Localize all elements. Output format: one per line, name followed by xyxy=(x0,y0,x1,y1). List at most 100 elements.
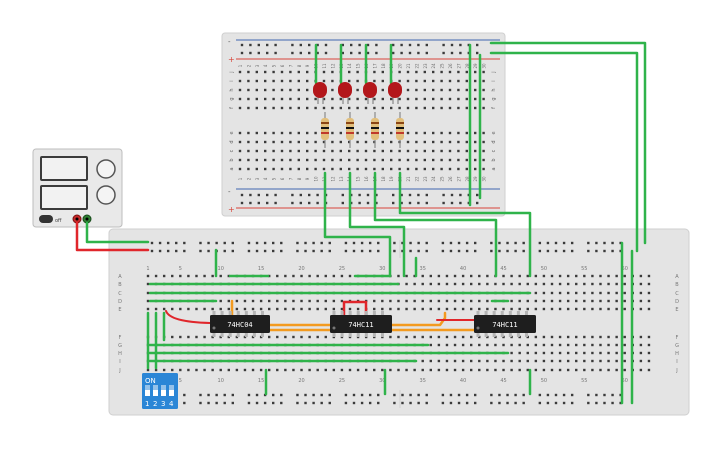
bottom-strip-hole[interactable] xyxy=(398,158,401,162)
main-upper-strip-hole[interactable] xyxy=(470,274,473,278)
top-strip-hole[interactable] xyxy=(339,106,342,110)
main-lower-strip-hole[interactable] xyxy=(373,368,376,372)
chip-pin[interactable] xyxy=(484,332,488,337)
main-upper-strip-hole[interactable] xyxy=(308,299,311,303)
main-upper-strip-hole[interactable] xyxy=(276,307,279,311)
main-upper-strip-hole[interactable] xyxy=(453,274,457,278)
bottom-strip-hole[interactable] xyxy=(264,158,267,162)
top-rail-hole[interactable] xyxy=(249,51,252,55)
main-lower-strip-hole[interactable] xyxy=(437,343,441,347)
main-upper-strip-hole[interactable] xyxy=(429,299,432,303)
bottom-strip-hole[interactable] xyxy=(255,131,258,135)
main-lower-strip-hole[interactable] xyxy=(599,343,602,347)
main-bottom-rail-hole[interactable] xyxy=(223,393,226,397)
main-bottom-rail-hole[interactable] xyxy=(457,401,461,405)
bottom-rail-hole[interactable] xyxy=(392,201,395,205)
top-strip-hole[interactable] xyxy=(423,106,426,110)
main-lower-strip-hole[interactable] xyxy=(203,368,206,372)
main-upper-strip-hole[interactable] xyxy=(575,274,578,278)
main-lower-strip-hole[interactable] xyxy=(591,368,594,372)
main-upper-strip-hole[interactable] xyxy=(348,274,352,278)
bottom-rail-hole[interactable] xyxy=(425,193,428,197)
main-lower-strip-hole[interactable] xyxy=(534,343,538,347)
main-bottom-rail-hole[interactable] xyxy=(328,401,331,405)
top-strip-hole[interactable] xyxy=(348,79,351,83)
main-lower-strip-hole[interactable] xyxy=(647,368,651,372)
main-upper-strip-hole[interactable] xyxy=(615,291,618,295)
main-bottom-rail-hole[interactable] xyxy=(207,401,210,405)
main-bottom-rail-hole[interactable] xyxy=(231,401,234,405)
main-upper-strip-hole[interactable] xyxy=(615,299,618,303)
main-top-rail-hole[interactable] xyxy=(328,241,331,245)
main-lower-strip-hole[interactable] xyxy=(453,343,457,347)
main-upper-strip-hole[interactable] xyxy=(599,291,602,295)
main-top-rail-hole[interactable] xyxy=(150,241,154,245)
main-lower-strip-hole[interactable] xyxy=(316,335,319,339)
top-strip-hole[interactable] xyxy=(482,70,485,74)
main-lower-strip-hole[interactable] xyxy=(550,335,554,339)
main-upper-strip-hole[interactable] xyxy=(340,307,344,311)
main-lower-strip-hole[interactable] xyxy=(429,335,432,339)
main-lower-strip-hole[interactable] xyxy=(324,335,327,339)
chip-pin[interactable] xyxy=(220,311,224,316)
main-lower-strip-hole[interactable] xyxy=(470,359,473,363)
top-rail-hole[interactable] xyxy=(274,51,277,55)
main-lower-strip-hole[interactable] xyxy=(348,368,352,372)
main-upper-strip-hole[interactable] xyxy=(583,291,586,295)
chip-pin[interactable] xyxy=(500,332,504,337)
main-upper-strip-hole[interactable] xyxy=(405,282,408,286)
top-rail-hole[interactable] xyxy=(291,43,294,47)
main-upper-strip-hole[interactable] xyxy=(599,282,602,286)
bottom-strip-hole[interactable] xyxy=(272,131,275,135)
wire-top-rail-negative[interactable] xyxy=(489,41,647,245)
top-strip-hole[interactable] xyxy=(348,97,351,101)
main-top-rail-hole[interactable] xyxy=(377,241,380,245)
main-upper-strip-hole[interactable] xyxy=(227,299,230,303)
main-lower-strip-hole[interactable] xyxy=(615,335,618,339)
main-upper-strip-hole[interactable] xyxy=(575,282,578,286)
main-top-rail-hole[interactable] xyxy=(562,249,566,253)
bottom-strip-hole[interactable] xyxy=(238,140,242,144)
main-lower-strip-hole[interactable] xyxy=(583,335,586,339)
top-strip-hole[interactable] xyxy=(381,106,384,110)
main-upper-strip-hole[interactable] xyxy=(526,299,529,303)
main-lower-strip-hole[interactable] xyxy=(437,359,441,363)
bottom-strip-hole[interactable] xyxy=(297,167,300,171)
bottom-strip-hole[interactable] xyxy=(415,140,418,144)
bottom-strip-hole[interactable] xyxy=(238,149,242,153)
bottom-strip-hole[interactable] xyxy=(482,140,485,144)
chip-pin[interactable] xyxy=(356,311,360,316)
main-upper-strip-hole[interactable] xyxy=(429,282,432,286)
main-upper-strip-hole[interactable] xyxy=(542,299,546,303)
chip-pin[interactable] xyxy=(348,332,352,337)
main-upper-strip-hole[interactable] xyxy=(162,307,166,311)
main-upper-strip-hole[interactable] xyxy=(259,299,263,303)
wire-signal-4[interactable] xyxy=(398,171,532,278)
bottom-strip-hole[interactable] xyxy=(423,149,426,153)
main-upper-strip-hole[interactable] xyxy=(154,274,158,278)
main-bottom-rail-hole[interactable] xyxy=(296,393,299,397)
main-lower-strip-hole[interactable] xyxy=(478,359,481,363)
bottom-strip-hole[interactable] xyxy=(440,140,443,144)
main-bottom-rail-hole[interactable] xyxy=(425,401,428,405)
power-supply[interactable]: off xyxy=(32,148,123,228)
main-bottom-rail-hole[interactable] xyxy=(474,393,477,397)
top-strip-hole[interactable] xyxy=(465,106,468,110)
main-lower-strip-hole[interactable] xyxy=(542,351,546,355)
top-rail-hole[interactable] xyxy=(392,51,395,55)
top-strip-hole[interactable] xyxy=(448,106,452,110)
main-lower-strip-hole[interactable] xyxy=(518,351,521,355)
bottom-strip-hole[interactable] xyxy=(264,167,267,171)
main-lower-strip-hole[interactable] xyxy=(566,351,570,355)
main-lower-strip-hole[interactable] xyxy=(413,335,416,339)
top-rail-hole[interactable] xyxy=(266,51,269,55)
main-upper-strip-hole[interactable] xyxy=(478,307,481,311)
top-strip-hole[interactable] xyxy=(440,88,443,92)
main-upper-strip-hole[interactable] xyxy=(558,274,562,278)
main-bottom-rail-hole[interactable] xyxy=(465,393,469,397)
main-lower-strip-hole[interactable] xyxy=(284,335,287,339)
chip-pin[interactable] xyxy=(340,332,344,337)
main-upper-strip-hole[interactable] xyxy=(591,291,594,295)
top-strip-hole[interactable] xyxy=(432,106,435,110)
main-bottom-rail-hole[interactable] xyxy=(296,401,299,405)
